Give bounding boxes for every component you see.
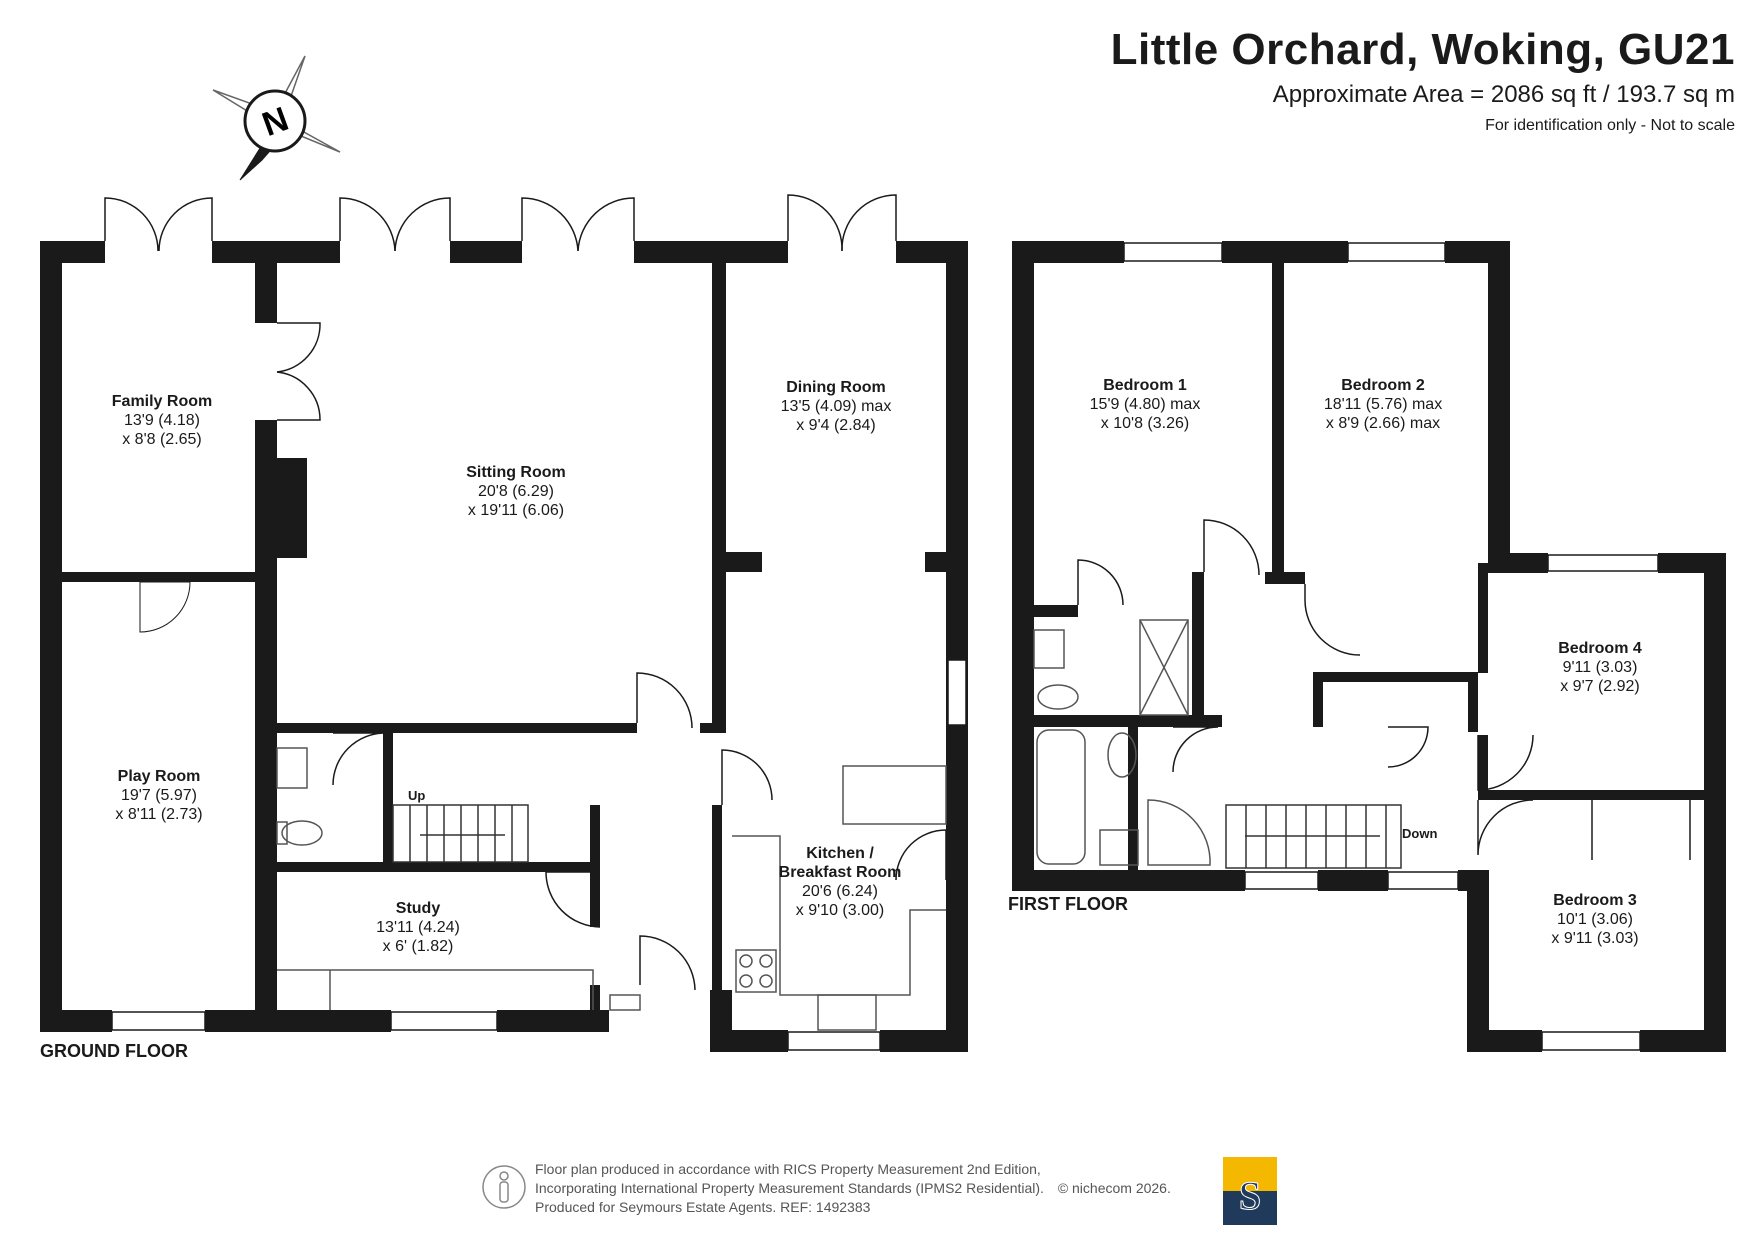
room-sitting-dim2: x 19'11 (6.06) <box>468 502 564 519</box>
room-bedroom3-name: Bedroom 3 <box>1553 892 1637 909</box>
first-floor-title: FIRST FLOOR <box>1008 894 1128 914</box>
room-family-name: Family Room <box>112 393 212 410</box>
first-floor-fixtures <box>1033 619 1402 869</box>
header: Little Orchard, Woking, GU21 Approximate… <box>1111 24 1735 140</box>
basin-icon <box>276 747 308 789</box>
footer-copyright: © nichecom 2026. <box>1057 1180 1171 1196</box>
room-sitting-dim1: 20'8 (6.29) <box>478 483 554 500</box>
kitchen-counter <box>842 765 947 825</box>
room-dining-name: Dining Room <box>786 379 886 396</box>
person-measure-icon <box>482 1165 526 1209</box>
room-bedroom4-name: Bedroom 4 <box>1558 640 1642 657</box>
approximate-area: Approximate Area = 2086 sq ft / 193.7 sq… <box>1272 81 1735 108</box>
room-study-dim2: x 6' (1.82) <box>383 938 454 955</box>
shower-tray-icon <box>1139 619 1189 716</box>
staircase-icon <box>392 804 529 863</box>
room-play-name: Play Room <box>118 768 201 785</box>
hob-icon <box>735 949 777 993</box>
basin-icon-2 <box>1099 829 1139 866</box>
room-sitting-name: Sitting Room <box>466 464 566 481</box>
footer-credits: Floor plan produced in accordance with R… <box>535 1160 1171 1217</box>
first-floor-windows <box>1123 242 1659 1051</box>
room-family-dim2: x 8'8 (2.65) <box>122 431 202 448</box>
room-bedroom1-name: Bedroom 1 <box>1103 377 1187 394</box>
room-kitchen-name2: Breakfast Room <box>779 864 902 881</box>
room-bedroom3-dim2: x 9'11 (3.03) <box>1551 930 1638 947</box>
sink-icon <box>817 994 877 1031</box>
room-dining-dim2: x 9'4 (2.84) <box>796 417 876 434</box>
room-kitchen-dim1: 20'6 (6.24) <box>802 883 878 900</box>
room-play-dim2: x 8'11 (2.73) <box>115 806 202 823</box>
room-bedroom3-dim1: 10'1 (3.06) <box>1557 911 1633 928</box>
room-bedroom2-name: Bedroom 2 <box>1341 377 1425 394</box>
room-bedroom2-dim1: 18'11 (5.76) max <box>1324 396 1442 413</box>
room-bedroom4-dim2: x 9'7 (2.92) <box>1560 678 1640 695</box>
seymours-logo-icon: S <box>1223 1157 1277 1225</box>
corner-shower-icon <box>1147 799 1211 866</box>
footer-line-1: Floor plan produced in accordance with R… <box>535 1161 1041 1177</box>
room-dining-dim1: 13'5 (4.09) max <box>781 398 892 415</box>
first-floor-labels: FIRST FLOOR Down Bedroom 1 15'9 (4.80) m… <box>1008 377 1642 947</box>
room-family-dim1: 13'9 (4.18) <box>124 412 200 429</box>
room-bedroom1-dim1: 15'9 (4.80) max <box>1090 396 1201 413</box>
toilet-icon-2 <box>1107 732 1137 778</box>
room-study-name: Study <box>396 900 441 917</box>
ground-floor-doors <box>104 194 947 991</box>
toilet-icon <box>281 820 323 846</box>
basin-icon <box>1033 629 1065 669</box>
room-kitchen-name: Kitchen / <box>806 845 874 862</box>
stairs-up-label: Up <box>408 788 425 803</box>
staircase-icon <box>1225 804 1402 869</box>
property-title: Little Orchard, Woking, GU21 <box>1110 25 1735 74</box>
first-floor-doors <box>1077 519 1691 860</box>
ground-floor-windows <box>111 659 967 1051</box>
footer-line-3: Produced for Seymours Estate Agents. REF… <box>535 1199 871 1215</box>
ground-floor-labels: GROUND FLOOR Up Family Room 13'9 (4.18) … <box>40 379 901 1061</box>
footer-line-2-text: Incorporating International Property Mea… <box>535 1180 1044 1196</box>
logo-letter: S <box>1239 1173 1261 1218</box>
identification-note: For identification only - Not to scale <box>1485 117 1735 134</box>
ground-floor-walls <box>40 241 968 1052</box>
room-bedroom4-dim1: 9'11 (3.03) <box>1563 659 1638 676</box>
footer-line-2: Incorporating International Property Mea… <box>535 1179 1171 1198</box>
room-play-dim1: 19'7 (5.97) <box>121 787 197 804</box>
room-study-dim1: 13'11 (4.24) <box>376 919 460 936</box>
ground-floor-fixtures <box>276 747 947 1031</box>
room-bedroom2-dim2: x 8'9 (2.66) max <box>1326 415 1440 432</box>
ground-floor-title: GROUND FLOOR <box>40 1041 188 1061</box>
compass-north-icon: N <box>212 55 341 181</box>
first-floor-walls <box>1012 241 1726 1052</box>
stairs-down-label: Down <box>1402 826 1437 841</box>
toilet-icon <box>1037 684 1079 710</box>
room-kitchen-dim2: x 9'10 (3.00) <box>796 902 884 919</box>
room-bedroom1-dim2: x 10'8 (3.26) <box>1101 415 1189 432</box>
bathtub-icon <box>1036 729 1086 865</box>
